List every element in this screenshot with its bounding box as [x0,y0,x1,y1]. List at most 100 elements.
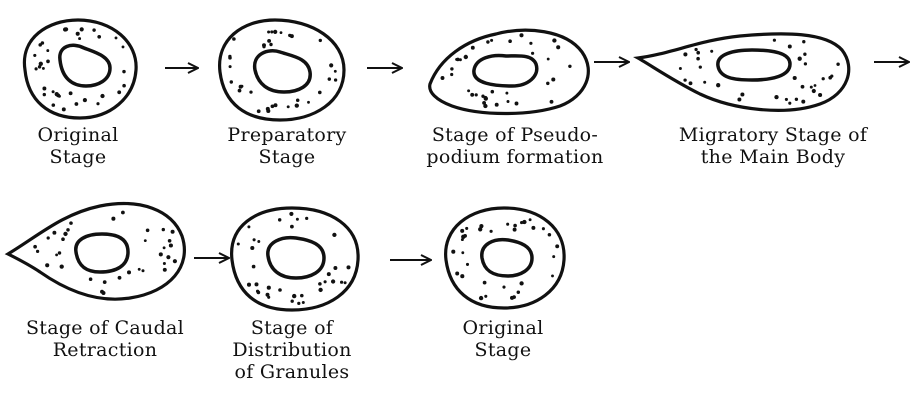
cell-nucleus [268,238,324,278]
granule-dot [696,51,700,55]
granule-dot [519,33,523,37]
granule-dot [328,77,331,80]
granule-dot [127,270,131,274]
granule-dot [332,233,336,237]
granule-dot [478,227,482,231]
granule-dot [52,231,56,235]
granule-dot [555,244,559,248]
granule-dot [451,250,455,254]
granule-dot [737,98,741,102]
granule-dot [479,296,483,300]
granule-dot [696,57,700,61]
granule-dot [249,90,252,93]
granule-dot [774,95,778,99]
granule-dot [324,280,327,283]
granule-dot [484,295,487,298]
granule-dot [118,276,122,280]
caption-granule-distribution-stage: Stage of Distribution of Granules [222,317,362,383]
granule-dot [461,251,464,254]
granule-dot [253,238,256,241]
caption-line: Preparatory [207,124,367,146]
granule-dot [69,91,73,95]
granule-dot [483,104,487,108]
granule-dot [505,92,508,95]
granule-dot [793,76,797,80]
granule-dot [230,80,233,83]
granule-dot [513,228,517,232]
granule-dot [679,67,682,70]
cell-membrane [220,20,344,120]
caption-line: Retraction [0,339,210,361]
granule-dot [247,225,250,228]
caption-migratory-stage: Migratory Stage of the Main Body [643,124,903,168]
granule-dot [334,78,337,81]
granule-dot [83,98,87,102]
granule-dot [169,243,173,247]
granule-dot [291,300,294,303]
granule-dot [97,35,101,39]
caption-line: Distribution [222,339,362,361]
granule-dot [465,227,468,230]
granule-dot [297,302,300,305]
granule-dot [255,282,259,286]
granule-dot [802,40,805,43]
granule-dot [551,77,555,81]
granule-dot [232,37,236,41]
granule-dot [716,83,720,87]
granule-dot [515,102,519,106]
caption-original-stage: Original Stage [18,124,138,168]
granule-dot [547,58,550,61]
granule-dot [64,27,68,31]
granule-dot [484,96,488,100]
granule-dot [289,212,293,216]
granule-dot [144,239,147,242]
granule-dot [45,263,49,267]
granule-dot [250,246,254,250]
granule-dot [529,42,532,45]
cell-original-stage-final [446,208,564,308]
granule-dot [122,70,125,73]
granule-dot [173,259,177,263]
granule-dot [122,45,125,48]
granule-dot [531,226,535,230]
granule-dot [305,217,308,220]
granule-dot [117,90,121,94]
granule-dot [517,291,520,294]
granule-dot [43,93,46,96]
granule-dot [33,245,37,249]
caption-line: Stage [207,146,367,168]
caption-line: Stage of Pseudo- [405,124,625,146]
granule-dot [287,105,290,108]
granule-dot [33,54,36,57]
granule-dot [257,291,261,295]
granule-dot [551,274,554,277]
caption-caudal-retraction-stage: Stage of Caudal Retraction [0,317,210,361]
granule-dot [519,281,523,285]
granule-dot [340,281,343,284]
granule-dot [455,272,459,276]
granule-dot [267,296,270,299]
granule-dot [490,39,493,42]
granule-dot [100,94,104,98]
granule-dot [491,90,495,94]
granule-dot [450,67,453,70]
granule-dot [307,101,310,104]
granule-dot [162,228,165,231]
granule-dot [89,277,93,281]
granule-dot [556,45,560,49]
granule-dot [542,227,545,230]
granule-dot [785,98,788,101]
granule-dot [42,67,45,70]
granule-dot [141,269,144,272]
granule-dot [58,251,61,254]
granule-dot [229,65,232,68]
caption-line: Migratory Stage of [643,124,903,146]
granule-dot [822,77,825,80]
granule-dot [270,30,273,33]
cell-membrane [446,208,564,308]
granule-dot [296,99,300,103]
granule-dot [803,53,806,56]
granule-dot [464,55,468,59]
granule-dot [788,102,791,105]
granule-dot [302,301,305,304]
